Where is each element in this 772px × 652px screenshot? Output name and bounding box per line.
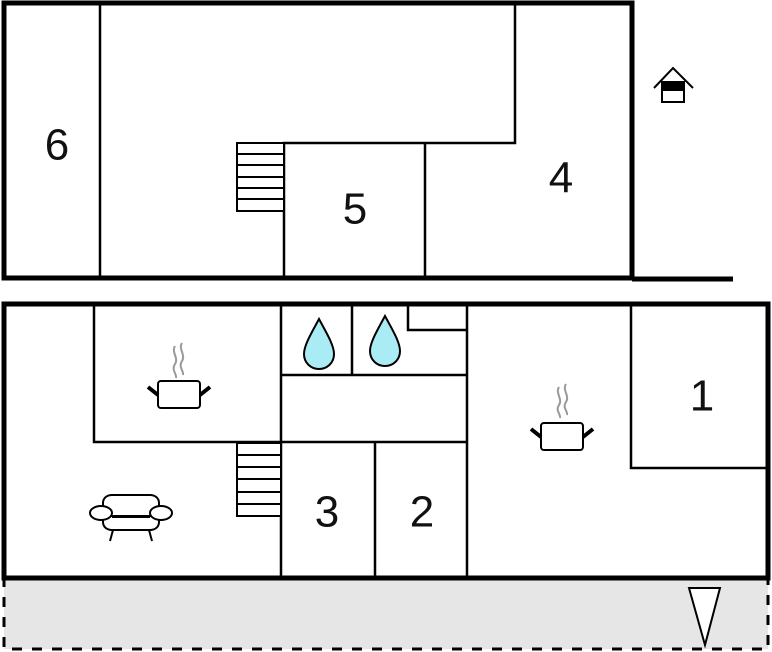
water-drop-icon	[302, 316, 336, 371]
room-1-label: 1	[690, 372, 714, 421]
room-6-label: 6	[45, 121, 69, 170]
kitchen-left-wall	[92, 304, 281, 444]
kitchen-pot-icon	[146, 342, 212, 409]
upper-hall-wall	[282, 3, 517, 278]
room-1-wall	[629, 304, 768, 470]
closet-wall	[406, 304, 467, 332]
terrace-area	[2, 577, 770, 651]
room-3-label: 3	[315, 488, 339, 537]
lower-floor: 3 2 1	[1, 301, 771, 581]
room-4-label: 4	[549, 154, 573, 203]
staircase-icon	[236, 442, 282, 517]
kitchen-pot-icon	[529, 383, 595, 451]
staircase-icon	[236, 142, 285, 212]
terrace	[2, 577, 770, 651]
upper-floor-outer-wall	[1, 0, 635, 281]
upper-floor: 6 5 4	[1, 0, 733, 282]
lower-floor-outer-wall	[1, 301, 771, 581]
room-2-label: 2	[410, 488, 434, 537]
armchair-icon	[89, 494, 173, 542]
house-entrance-icon	[653, 66, 694, 103]
water-drop-icon	[368, 313, 402, 368]
north-arrow-icon	[687, 587, 722, 649]
room-5-label: 5	[343, 185, 367, 234]
